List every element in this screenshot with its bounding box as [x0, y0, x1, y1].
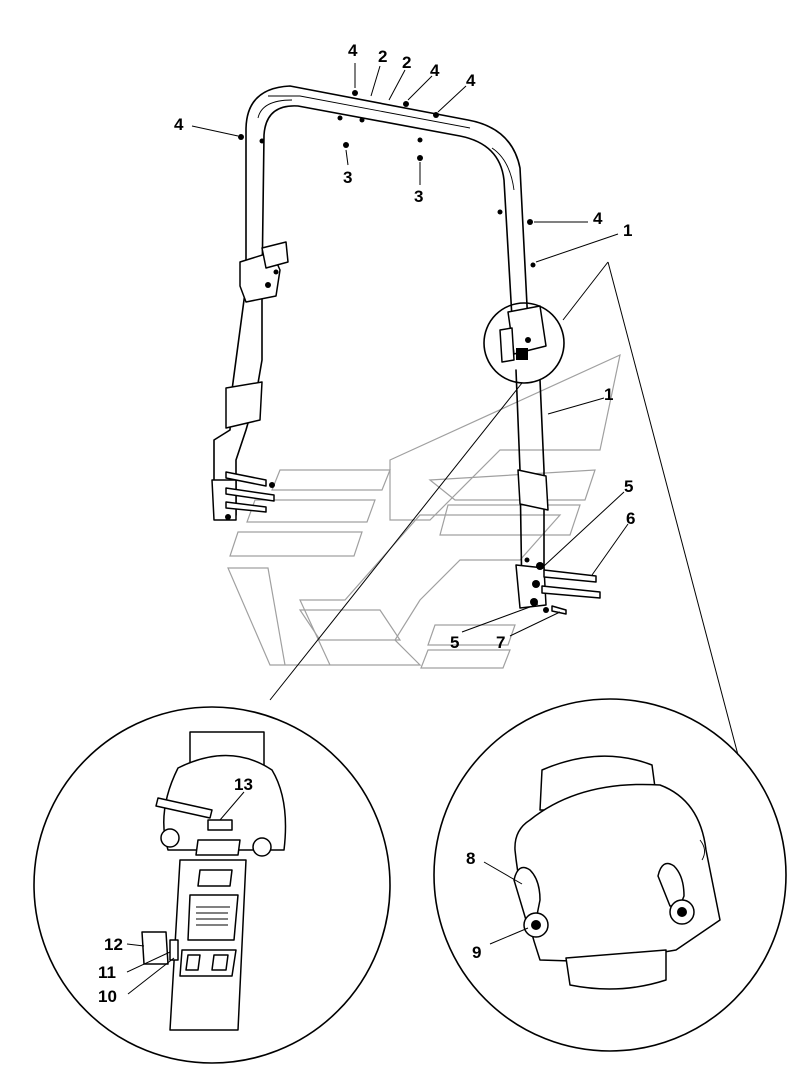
callout-9: 9 [472, 943, 481, 962]
right-bolts [524, 557, 601, 615]
callout-12: 12 [104, 935, 123, 954]
callout-1-a: 1 [623, 221, 632, 240]
callout-4-e: 4 [593, 209, 603, 228]
roll-bar-frame [211, 85, 549, 609]
callout-5-b: 5 [450, 633, 459, 652]
callout-3-a: 3 [343, 168, 352, 187]
detail-marker-circle [483, 302, 565, 384]
watermark-logo [227, 353, 621, 669]
callout-3-b: 3 [414, 187, 423, 206]
callout-10: 10 [98, 987, 117, 1006]
callout-1-b: 1 [604, 385, 613, 404]
left-pin [513, 866, 549, 938]
callout-4-a: 4 [348, 41, 358, 60]
callout-4-b: 4 [430, 61, 440, 80]
callout-2-a: 2 [378, 47, 387, 66]
right-pin [657, 862, 695, 925]
callout-4-d: 4 [174, 115, 184, 134]
callout-7: 7 [496, 633, 505, 652]
detail-leader-lines [269, 261, 739, 756]
callout-11: 11 [98, 963, 116, 982]
callout-leaders [126, 63, 629, 995]
callout-13: 13 [234, 775, 253, 794]
callout-6: 6 [626, 509, 635, 528]
callout-labels: 4 2 2 4 4 4 3 3 4 1 1 5 6 5 7 13 8 9 12 … [98, 41, 635, 1006]
left-bolts [225, 471, 275, 513]
callout-8: 8 [466, 849, 475, 868]
callout-2-b: 2 [402, 53, 411, 72]
detail-view-plate [33, 706, 391, 1064]
callout-5-a: 5 [624, 477, 633, 496]
data-plate-lines [196, 906, 230, 926]
detail-view-hinge [433, 698, 787, 1052]
callout-4-c: 4 [466, 71, 476, 90]
top-fasteners [238, 90, 536, 268]
